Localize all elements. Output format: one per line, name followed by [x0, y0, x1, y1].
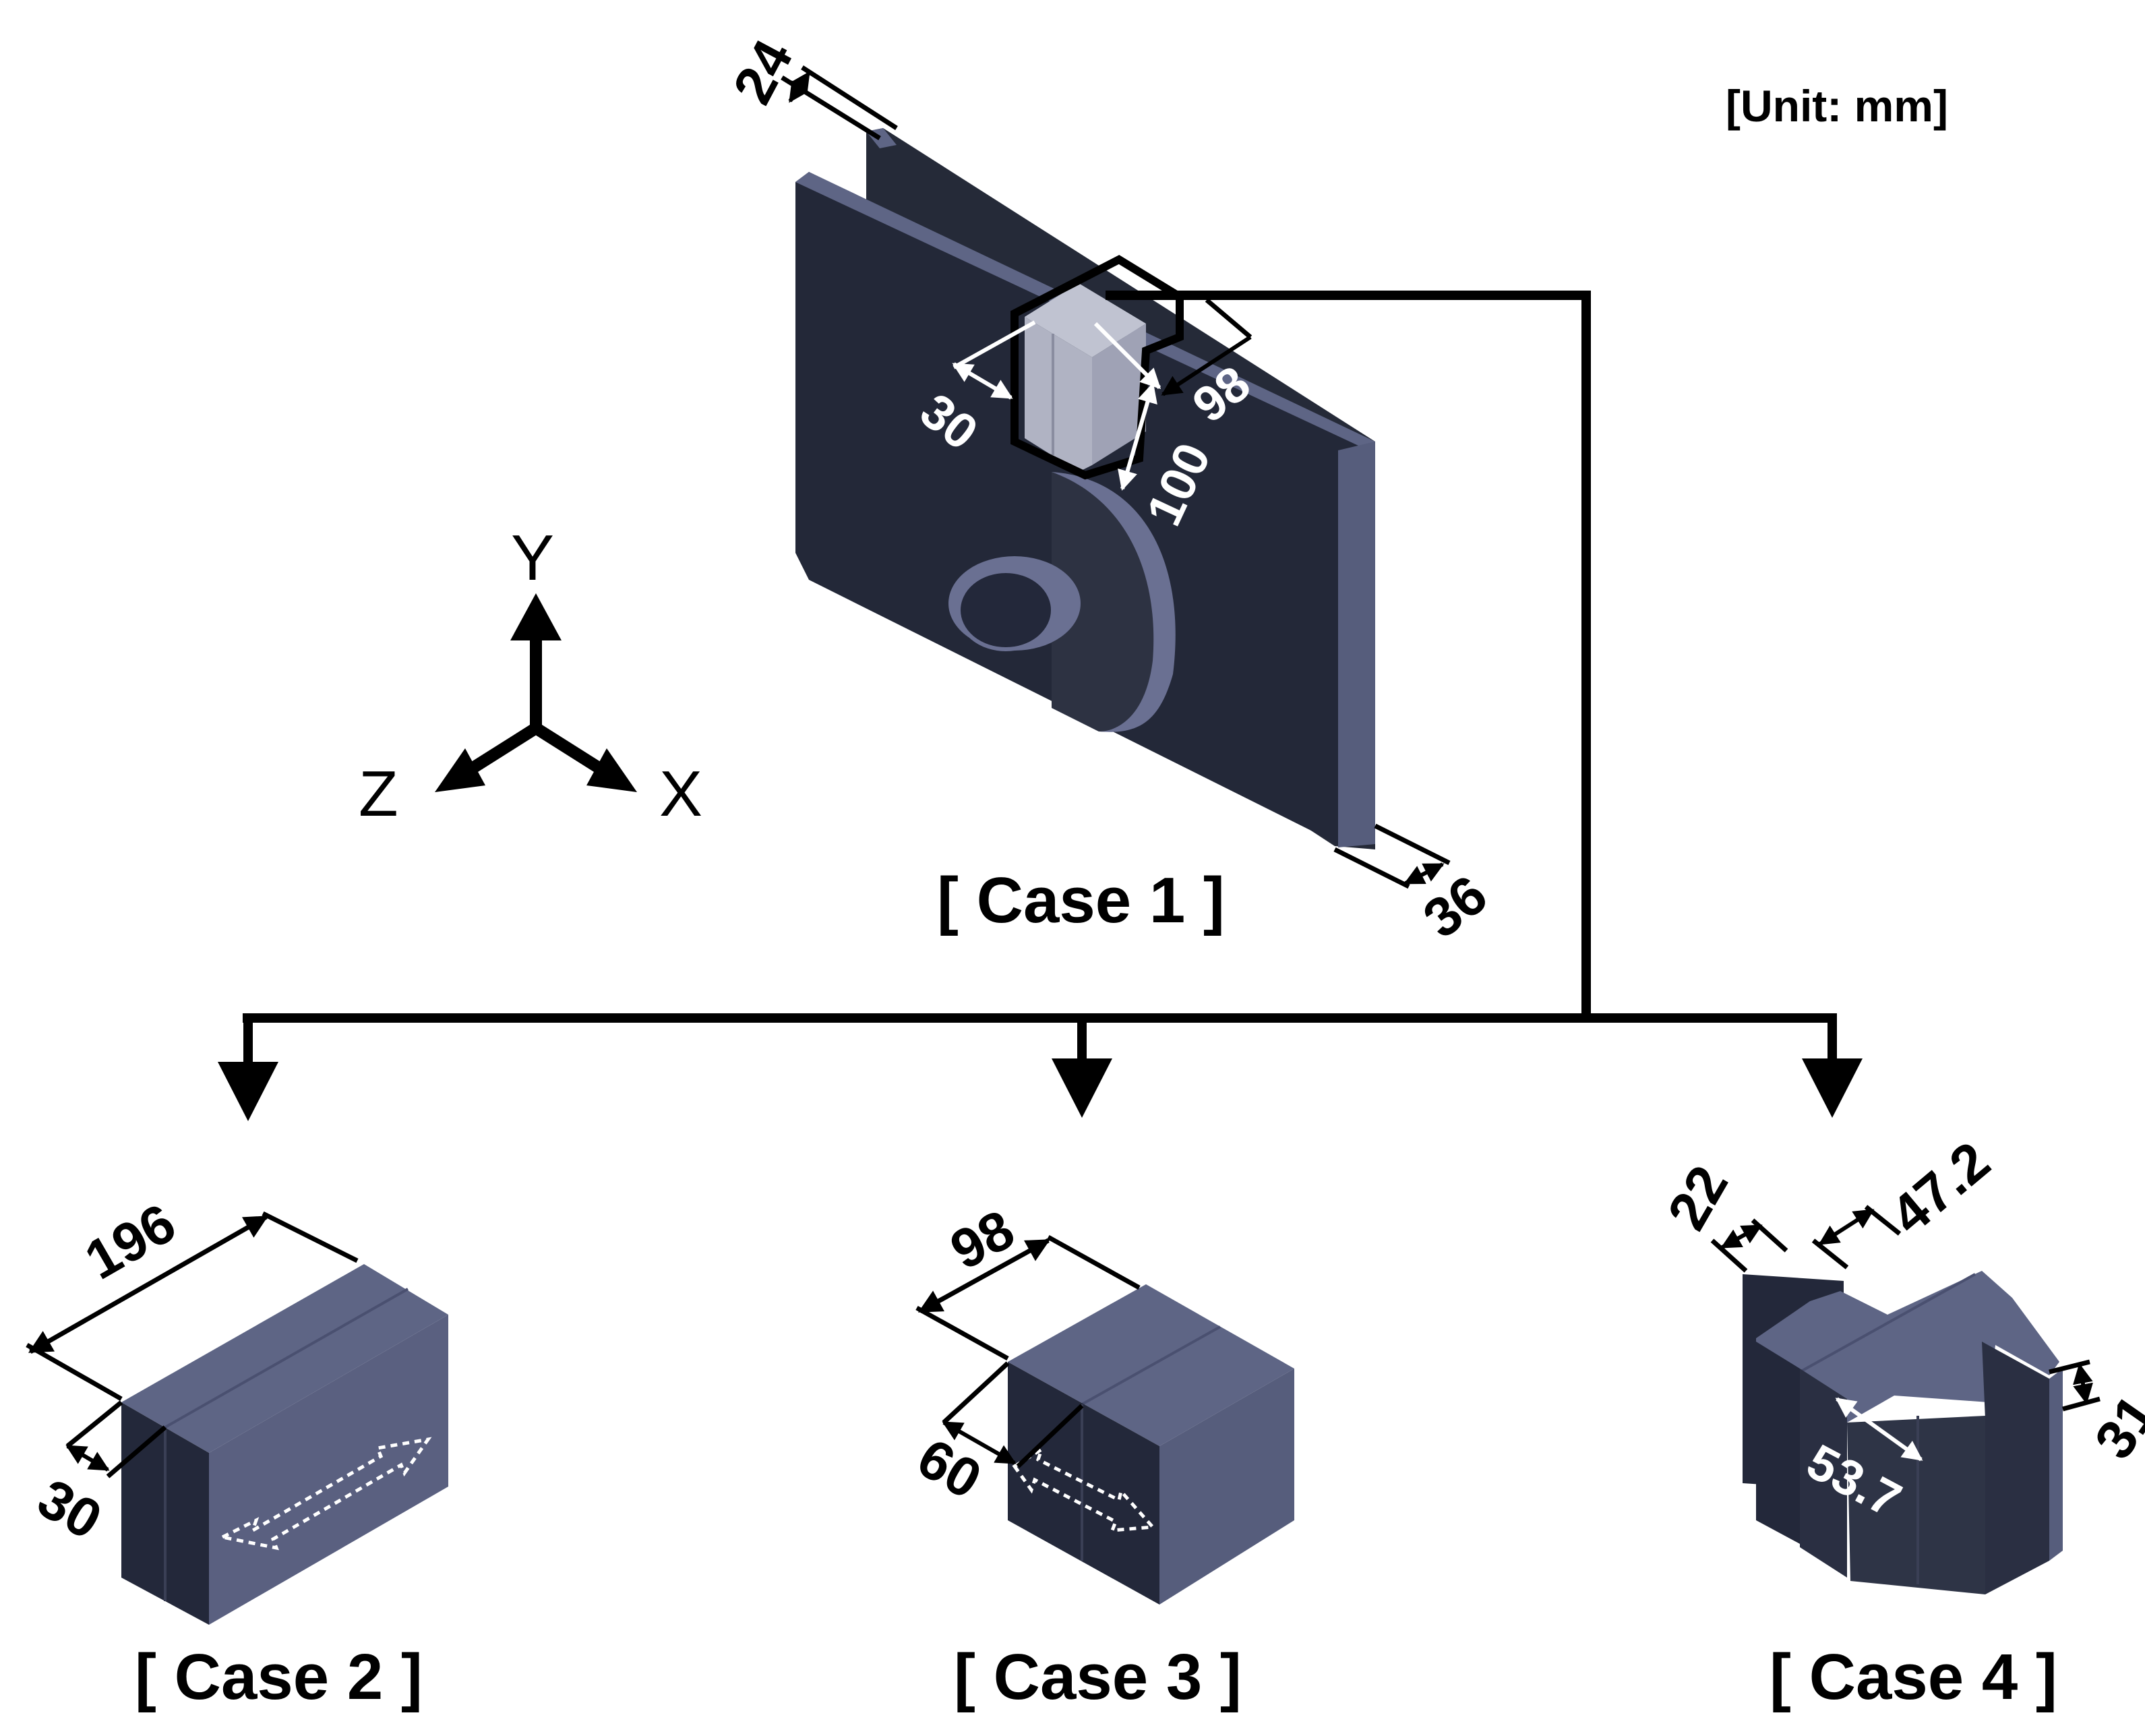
svg-text:47.2: 47.2 — [1879, 1130, 2001, 1246]
coordinate-axes: Y Z X — [359, 522, 702, 830]
z-axis-arrowhead — [435, 748, 485, 792]
z-axis-label: Z — [359, 758, 398, 830]
arrow-to-case4 — [1802, 1058, 1863, 1118]
case1-caption: [ Case 1 ] — [937, 864, 1225, 936]
case4-model — [1743, 1271, 2063, 1594]
arrow-to-case2 — [218, 1062, 278, 1121]
svg-text:36: 36 — [1412, 864, 1499, 950]
highlight-outline — [1010, 255, 1184, 480]
dim-22: 22 — [1656, 1156, 1788, 1273]
case4-caption: [ Case 4 ] — [1770, 1641, 2057, 1713]
highlight-block-front — [1025, 317, 1092, 472]
svg-text:60: 60 — [907, 1427, 991, 1511]
front-plate-side-face — [1338, 442, 1375, 847]
case3-caption: [ Case 3 ] — [954, 1641, 1242, 1713]
case2-caption: [ Case 2 ] — [135, 1641, 423, 1713]
boss-face — [1052, 472, 1154, 731]
connector-lines — [218, 291, 1863, 1121]
y-axis-arrowhead — [510, 593, 562, 640]
case2-model — [121, 1264, 448, 1625]
svg-text:31: 31 — [2083, 1384, 2145, 1470]
svg-text:98: 98 — [941, 1199, 1024, 1282]
pin-end-face — [957, 569, 1055, 651]
unit-label: [Unit: mm] — [1726, 81, 1948, 131]
dim-24: 24 — [722, 30, 898, 140]
dim-31: 31 — [2049, 1359, 2145, 1470]
x-axis-label: X — [659, 758, 702, 830]
svg-text:196: 196 — [75, 1192, 186, 1291]
svg-text:30: 30 — [28, 1468, 111, 1551]
x-axis-arrowhead — [586, 748, 637, 792]
svg-text:22: 22 — [1656, 1156, 1740, 1240]
case3-model — [1008, 1284, 1294, 1605]
dim-47-2: 47.2 — [1811, 1130, 2001, 1269]
case1-model: 24 30 98 100 36 — [722, 30, 1499, 950]
y-axis-label: Y — [511, 522, 554, 594]
arrow-to-case3 — [1052, 1058, 1112, 1118]
highlight-block-top — [1025, 283, 1146, 357]
